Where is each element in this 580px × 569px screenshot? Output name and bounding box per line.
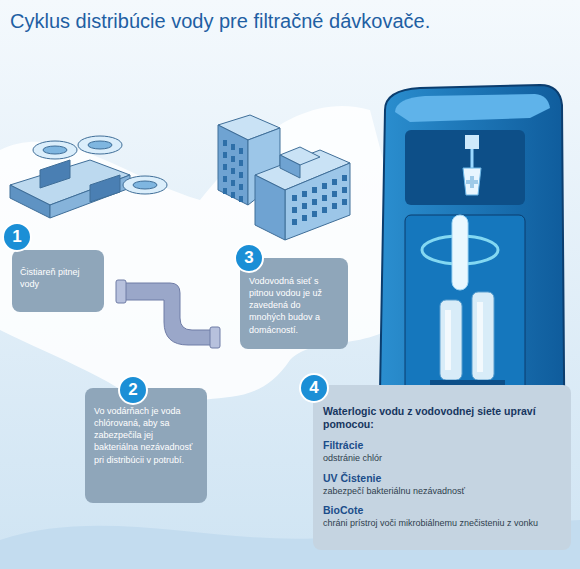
text-box: Waterlogic vodu z vodovodnej siete uprav… (313, 385, 571, 550)
item-heading: BioCote (323, 504, 561, 517)
item-heading: UV Čistenie (323, 472, 561, 485)
title: Cyklus distribúcie vody pre filtračné dá… (10, 10, 575, 33)
window (302, 203, 307, 209)
item-text: odstránie chlór (323, 453, 561, 464)
window (231, 144, 235, 150)
window (231, 156, 235, 162)
text-box: Čistiareň pitnej vody (12, 250, 104, 312)
window (239, 148, 243, 154)
item-text: chráni prístroj voči mikrobiálnemu zneči… (323, 518, 561, 529)
window (312, 211, 317, 217)
box-text: Waterlogic vodu z vodovodnej siete uprav… (323, 405, 561, 431)
window (322, 195, 327, 201)
window (292, 207, 297, 213)
window (342, 175, 347, 181)
window (239, 184, 243, 190)
window (332, 191, 337, 197)
window (302, 191, 307, 197)
window (292, 195, 297, 201)
pipe (116, 280, 220, 348)
window (223, 140, 227, 146)
item-text: zabezpečí bakteriálnu nezávadnosť (323, 486, 561, 497)
window (231, 180, 235, 186)
window (332, 179, 337, 185)
callout-number: 1 (2, 222, 32, 252)
window (239, 172, 243, 178)
window (223, 164, 227, 170)
window (231, 168, 235, 174)
buildings (218, 115, 350, 240)
window (223, 176, 227, 182)
window (223, 188, 227, 194)
callout-number: 3 (234, 243, 264, 273)
callout-number: 4 (299, 373, 329, 403)
window (223, 152, 227, 158)
item-heading: Filtrácie (323, 439, 561, 452)
box-text: Čistiareň pitnej vody (20, 266, 96, 290)
text-box: Vo vodárňach je voda chlórovaná, aby sa … (85, 388, 207, 503)
box-text: Vo vodárňach je voda chlórovaná, aby sa … (94, 405, 198, 466)
window (322, 183, 327, 189)
window (312, 199, 317, 205)
window (312, 187, 317, 193)
white-band (0, 106, 420, 420)
window (332, 203, 337, 209)
box-text: Vodovodná sieť s pitnou vodou je už zave… (249, 275, 339, 336)
callout-number: 2 (118, 375, 148, 405)
window (239, 160, 243, 166)
treatment-plant (10, 136, 167, 218)
window (302, 215, 307, 221)
window (342, 199, 347, 205)
window (231, 192, 235, 198)
window (239, 196, 243, 202)
text-box: Vodovodná sieť s pitnou vodou je už zave… (240, 258, 348, 349)
window (322, 207, 327, 213)
window (292, 219, 297, 225)
window (342, 187, 347, 193)
building-windows (223, 140, 347, 225)
